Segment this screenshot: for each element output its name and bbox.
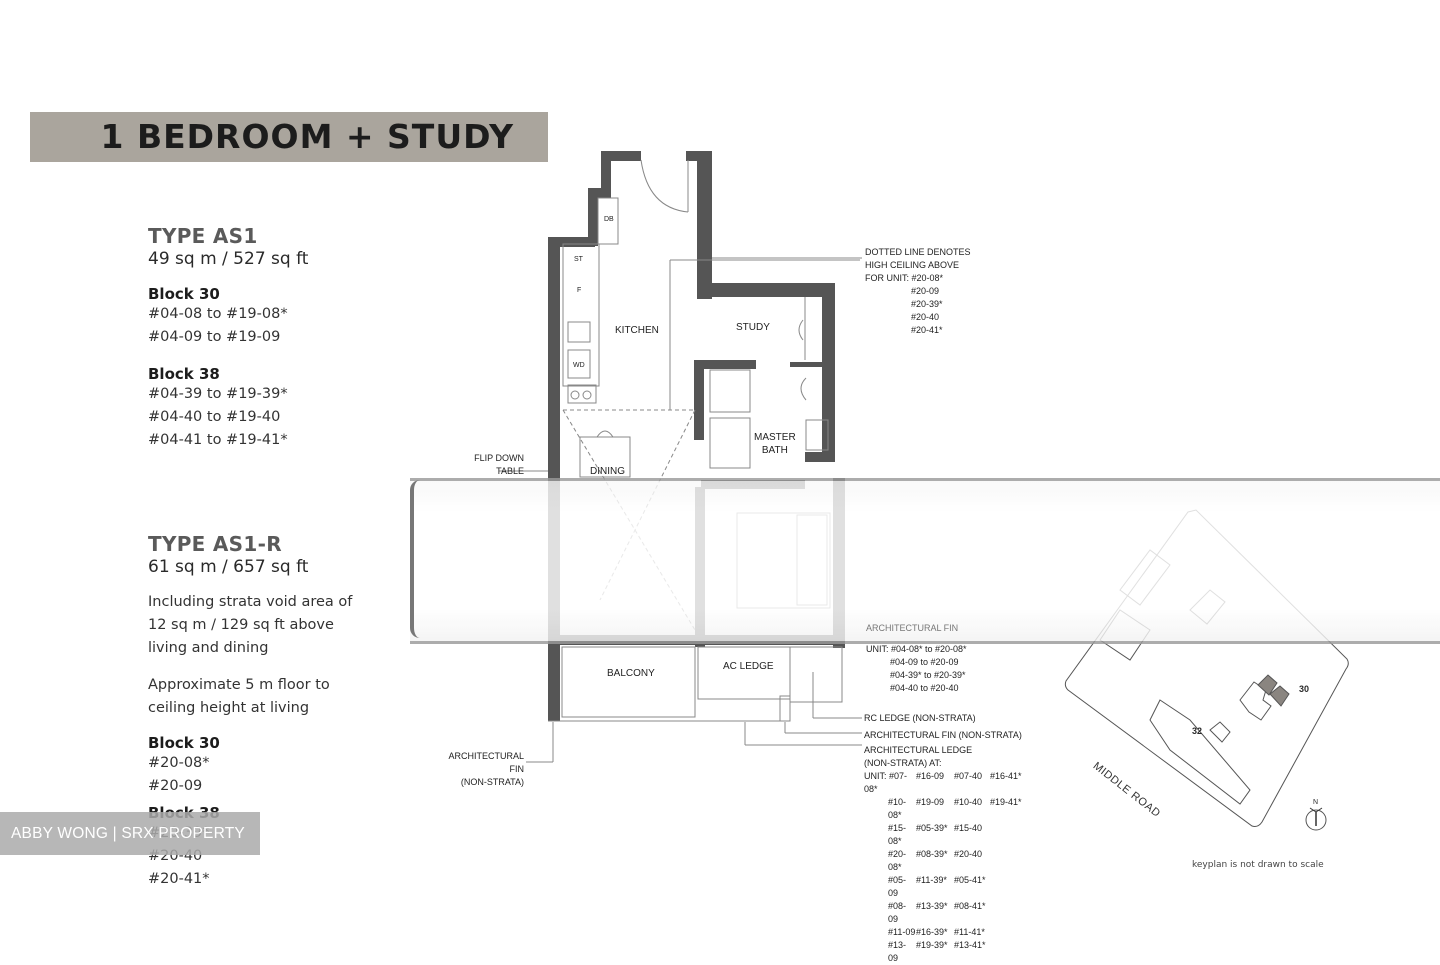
unit-cell: UNIT: #07-08*: [864, 771, 908, 794]
unit-number: #20-41*: [148, 871, 210, 887]
unit-cell: #10-08*: [888, 797, 907, 820]
unit-range: #04-09 to #19-09: [148, 329, 281, 345]
note-line: Approximate 5 m floor to: [148, 677, 330, 693]
unit-cell: #16-39*: [916, 927, 948, 937]
callout-line: ARCHITECTURAL FIN: [448, 751, 524, 774]
note-line: living and dining: [148, 640, 269, 656]
rc-ledge-callout: RC LEDGE (NON-STRATA): [864, 713, 976, 723]
room-label-study: STUDY: [736, 322, 770, 333]
dotted-line-callout: DOTTED LINE DENOTES HIGH CEILING ABOVE F…: [865, 246, 971, 337]
callout-line: #04-40 to #20-40: [890, 683, 959, 693]
callout-line: (NON-STRATA): [460, 777, 524, 787]
architectural-fin-non-strata-callout: ARCHITECTURAL FIN (NON-STRATA): [864, 730, 1022, 740]
unit-cell: #11-41*: [954, 927, 985, 937]
type-as1r-name: TYPE AS1-R: [148, 532, 282, 556]
overlay-band: [410, 478, 1440, 644]
unit-cell: #20-40: [954, 849, 983, 859]
callout-line: FLIP DOWN: [474, 453, 524, 463]
callout-line: #04-39* to #20-39*: [890, 670, 966, 680]
unit-cell: #13-41*: [954, 940, 986, 950]
compass-icon: [1305, 809, 1327, 831]
unit-cell: #16-41*: [990, 771, 1022, 781]
unit-range: #04-41 to #19-41*: [148, 432, 288, 448]
room-label-kitchen: KITCHEN: [615, 325, 659, 336]
note-line: Including strata void area of: [148, 594, 353, 610]
callout-line: #20-09: [911, 286, 940, 296]
unit-number: #20-08*: [148, 755, 210, 771]
room-label-master-bath: MASTER BATH: [754, 431, 796, 457]
unit-cell: #05-09: [888, 875, 907, 898]
north-label: N: [1313, 799, 1319, 806]
watermark: ABBY WONG | SRX PROPERTY: [0, 812, 260, 855]
type-as1-name: TYPE AS1: [148, 224, 258, 248]
unit-range: #04-40 to #19-40: [148, 409, 281, 425]
callout-line: FOR UNIT: #20-08*: [865, 273, 944, 283]
architectural-ledge-units: UNIT: #07-08* #16-09 #07-40 #16-41* #10-08*…: [864, 770, 1044, 965]
room-label-dining: DINING: [590, 466, 625, 477]
block-heading: Block 38: [148, 365, 220, 383]
keyplan-block-30: 30: [1299, 684, 1310, 694]
unit-cell: #15-08*: [888, 823, 907, 846]
strata-void-note: Including strata void area of 12 sq m / …: [148, 591, 352, 660]
callout-line: UNIT: #04-08* to #20-08*: [866, 644, 967, 654]
unit-cell: #10-40: [954, 797, 983, 807]
ceiling-height-note: Approximate 5 m floor to ceiling height …: [148, 674, 352, 720]
unit-cell: #11-09: [888, 927, 916, 937]
architectural-fin-callout: ARCHITECTURAL FIN UNIT: #04-08* to #20-0…: [866, 622, 967, 695]
note-line: ceiling height at living: [148, 700, 310, 716]
callout-line: ARCHITECTURAL LEDGE: [864, 745, 973, 755]
keyplan-scale-note: keyplan is not drawn to scale: [1192, 860, 1324, 870]
callout-line: HIGH CEILING ABOVE: [865, 260, 960, 270]
unit-cell: #16-09: [916, 771, 945, 781]
page-title: 1 BEDROOM + STUDY: [100, 117, 514, 156]
room-label-ac-ledge: AC LEDGE: [723, 661, 774, 672]
unit-cell: #08-39*: [916, 849, 948, 859]
callout-line: #20-39*: [911, 299, 943, 309]
callout-line: ARCHITECTURAL FIN: [866, 623, 959, 633]
unit-cell: #07-40: [954, 771, 983, 781]
type-as1r-info: TYPE AS1-R 61 sq m / 657 sq ft Including…: [148, 532, 352, 891]
unit-range: #04-39 to #19-39*: [148, 386, 288, 402]
callout-line: DOTTED LINE DENOTES: [865, 247, 971, 257]
unit-cell: #05-39*: [916, 823, 948, 833]
room-label-line: BATH: [761, 445, 788, 456]
unit-cell: #13-39*: [916, 901, 948, 911]
unit-cell: #19-09: [916, 797, 945, 807]
unit-cell: #13-09: [888, 940, 907, 963]
label-f: F: [577, 287, 582, 294]
callout-line: #20-41*: [911, 325, 943, 335]
block-heading: Block 30: [148, 285, 220, 303]
unit-cell: #08-41*: [954, 901, 986, 911]
unit-cell: #19-41*: [990, 797, 1022, 807]
unit-cell: #15-40: [954, 823, 983, 833]
block-heading: Block 30: [148, 734, 220, 752]
overlay-band-edge: [410, 480, 549, 638]
unit-range: #04-08 to #19-08*: [148, 306, 288, 322]
unit-cell: #08-09: [888, 901, 907, 924]
callout-line: (NON-STRATA) AT:: [864, 758, 942, 768]
label-db: DB: [604, 216, 614, 223]
architectural-ledge-callout: ARCHITECTURAL LEDGE (NON-STRATA) AT:: [864, 744, 972, 770]
unit-number: #20-09: [148, 778, 203, 794]
note-line: 12 sq m / 129 sq ft above: [148, 617, 334, 633]
type-as1r-area: 61 sq m / 657 sq ft: [148, 557, 309, 577]
unit-cell: #11-39*: [916, 875, 947, 885]
type-as1-info: TYPE AS1 49 sq m / 527 sq ft Block 30 #0…: [148, 224, 308, 452]
type-as1-area: 49 sq m / 527 sq ft: [148, 249, 309, 269]
flip-down-table-callout: FLIP DOWN TABLE: [474, 452, 524, 478]
keyplan-block-32: 32: [1192, 726, 1203, 736]
architectural-fin-bottom-callout: ARCHITECTURAL FIN (NON-STRATA): [432, 750, 524, 789]
unit-cell: #05-41*: [954, 875, 986, 885]
label-st: ST: [574, 256, 583, 263]
callout-line: #04-09 to #20-09: [890, 657, 959, 667]
unit-cell: #19-39*: [916, 940, 948, 950]
callout-line: #20-40: [911, 312, 940, 322]
label-wd: WD: [573, 362, 585, 369]
room-label-line: MASTER: [754, 432, 796, 443]
room-label-balcony: BALCONY: [607, 668, 655, 679]
callout-line: TABLE: [496, 466, 524, 476]
title-banner: 1 BEDROOM + STUDY: [30, 112, 548, 162]
unit-cell: #20-08*: [888, 849, 907, 872]
